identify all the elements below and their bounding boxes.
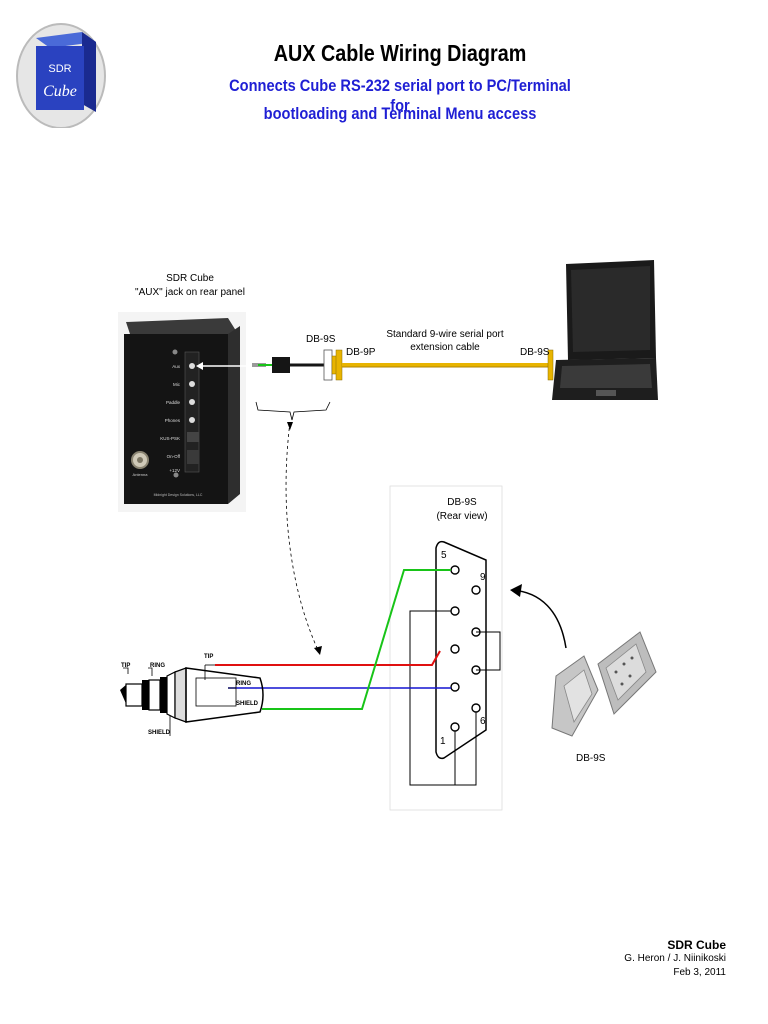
panel-label-phones: Phones	[165, 418, 181, 423]
stereo-jack	[120, 664, 264, 736]
connector-title-line-2: (Rear view)	[436, 511, 488, 522]
db9s-photo-label: DB-9S	[576, 753, 606, 764]
extension-cable	[342, 349, 554, 381]
curved-arrow	[511, 589, 567, 649]
plug-brace	[255, 401, 331, 421]
panel-label-12v: +12V	[169, 468, 180, 473]
db9s-photo	[551, 631, 657, 737]
wire-tip-red	[215, 650, 441, 666]
wire-shield-label: SHIELD	[236, 701, 259, 707]
dashed-arrow-head-top	[287, 422, 293, 430]
cube-label-line-1: SDR Cube	[166, 273, 214, 284]
connector-frame	[389, 485, 503, 811]
logo-text-sdr: SDR	[48, 63, 71, 75]
pin-label-1: 1	[440, 736, 446, 747]
wire-ring-label: RING	[236, 681, 251, 687]
jack-tip-label: TIP	[121, 663, 131, 669]
cube-label-line-2: "AUX" jack on rear panel	[135, 287, 245, 298]
footer-title: SDR Cube	[667, 938, 726, 952]
footer-date: Feb 3, 2011	[673, 967, 726, 978]
ext-cable-label-line-2: extension cable	[410, 342, 480, 353]
pin-label-6: 6	[480, 716, 486, 727]
page-title: AUX Cable Wiring Diagram	[273, 40, 527, 66]
subtitle-line-2: bootloading and Terminal Menu access	[263, 104, 537, 123]
subtitle-line-1: Connects Cube RS-232 serial port to PC/T…	[229, 76, 571, 115]
db9-jumpers	[409, 610, 501, 786]
curved-arrow-head	[510, 584, 522, 597]
sdr-cube-logo: SDR Cube	[16, 23, 106, 128]
panel-label-paddle: Paddle	[166, 400, 181, 405]
db9p-label: DB-9P	[346, 347, 376, 358]
aux-plug-cable	[252, 349, 343, 381]
wire-shield-green	[262, 569, 451, 710]
aux-arrow-head	[196, 362, 203, 370]
logo-text-cube: Cube	[43, 83, 77, 100]
panel-label-antenna: Antenna	[133, 472, 149, 477]
jack-shield-label: SHIELD	[148, 730, 171, 736]
connector-title-line-1: DB-9S	[447, 497, 477, 508]
dashed-arrow	[285, 421, 319, 651]
db9s-right-label: DB-9S	[520, 347, 550, 358]
pin-label-5: 5	[441, 550, 447, 561]
panel-label-mic: Mic	[173, 382, 181, 387]
sdr-cube-photo	[118, 312, 246, 512]
panel-label-on-off: On-Off	[167, 454, 181, 459]
db9s-left-label: DB-9S	[306, 334, 336, 345]
dashed-arrow-head-bottom	[314, 646, 322, 655]
pin-label-9: 9	[480, 572, 486, 583]
footer: SDR Cube G. Heron / J. Niinikoski Feb 3,…	[624, 938, 726, 980]
panel-label-kus-psk: KUS-PSK	[160, 436, 180, 441]
footer-authors: G. Heron / J. Niinikoski	[624, 953, 726, 964]
wire-tip-label: TIP	[204, 654, 214, 660]
db9-pins	[450, 565, 481, 732]
laptop-image	[552, 260, 658, 400]
panel-label-maker: Midnight Design Solutions, LLC	[154, 493, 203, 497]
panel-label-aux: Aux	[172, 364, 181, 369]
db9-shell	[435, 540, 487, 760]
ext-cable-label-line-1: Standard 9-wire serial port	[386, 329, 504, 340]
jack-ring-label: RING	[150, 663, 165, 669]
